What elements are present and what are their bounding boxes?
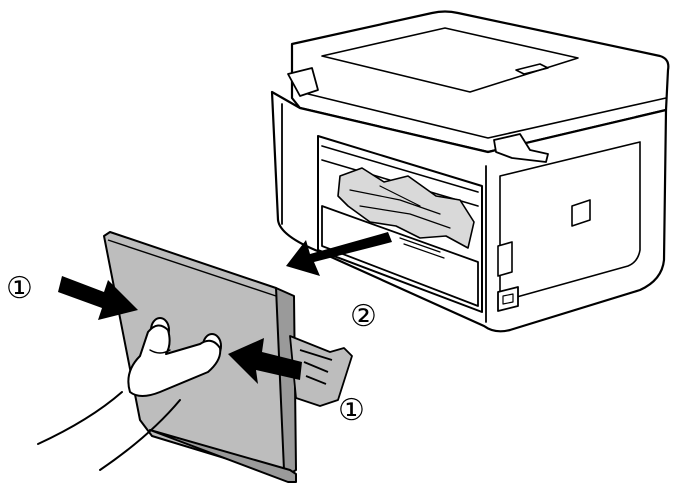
rear-cover-top-edge (107, 239, 277, 297)
printer-rear-tray (321, 205, 479, 307)
step-label-1-right: ① (338, 393, 365, 428)
left-squeeze-arrow (58, 276, 138, 320)
printer-right-hinge (493, 133, 549, 163)
printer-scanner-lid (290, 10, 670, 154)
printer-power-socket-inner (502, 293, 514, 305)
pull-direction-arrow (286, 232, 392, 276)
jammed-paper (337, 167, 475, 249)
printer-port-slot (571, 199, 591, 227)
printer-rear-tray-guides (399, 237, 445, 259)
rear-cover-bottom-lip (149, 429, 297, 483)
hand-fingers (127, 324, 222, 397)
step-label-2: ② (350, 299, 377, 334)
printer-right-recess (499, 141, 641, 301)
hand-thumb-line (149, 349, 171, 354)
hand (37, 324, 222, 471)
right-squeeze-arrow (228, 338, 302, 384)
tray-lever-grip (299, 349, 333, 385)
hand-arm (37, 391, 181, 471)
printer (270, 10, 670, 333)
printer-connector (497, 241, 513, 277)
printer-lid-recess (321, 27, 579, 93)
jammed-paper-folds (349, 185, 451, 229)
printer-left-hinge (287, 67, 319, 97)
tray-lever (289, 335, 353, 407)
step-label-1-left: ① (6, 271, 33, 306)
tray-lever-body (289, 335, 353, 407)
printer-power-socket (497, 286, 519, 312)
printer-lid-handle (515, 63, 549, 75)
printer-lid-front-edge (299, 91, 667, 139)
